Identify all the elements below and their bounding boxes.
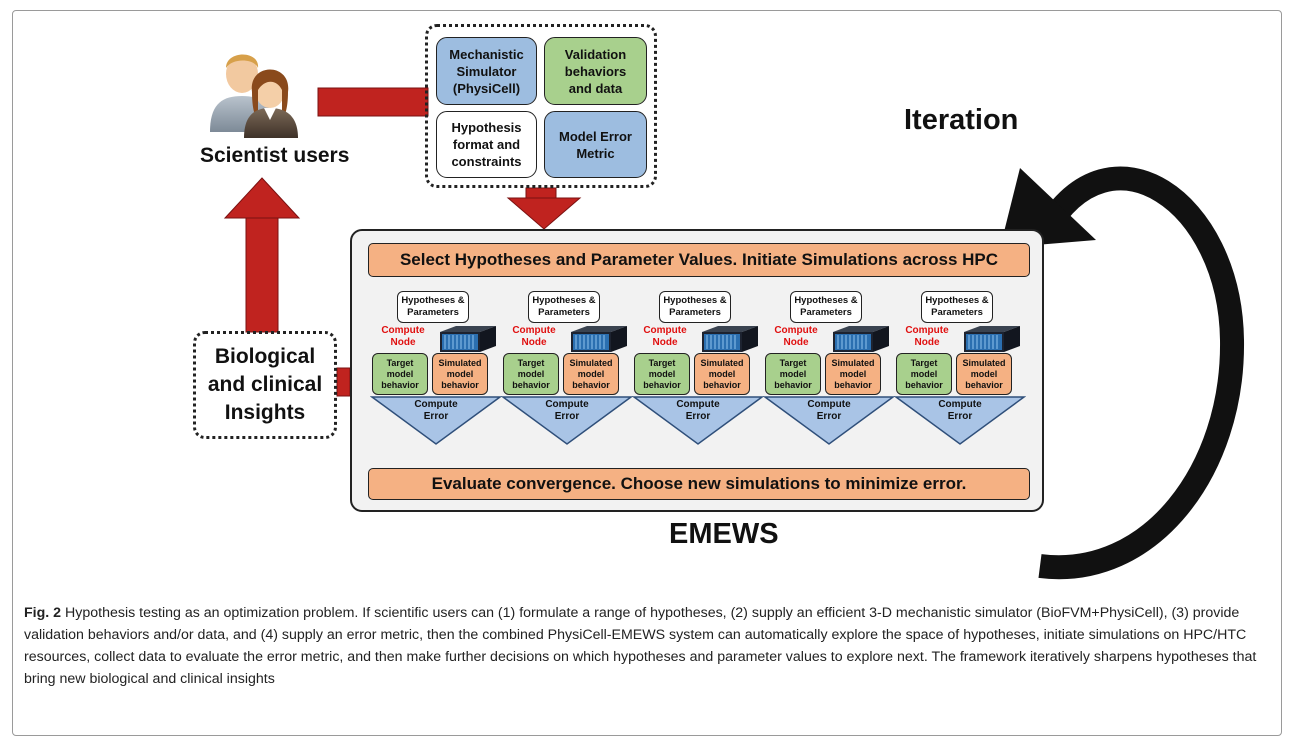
iteration-loop-arc — [1035, 166, 1245, 580]
insights-up-head — [223, 177, 301, 219]
compute-error-triangle — [632, 396, 764, 445]
simulated-model-behavior-box: Simulated model behavior — [694, 353, 750, 395]
cluster-down-head — [506, 197, 582, 230]
compute-error-label: Compute Error — [807, 399, 851, 422]
server-icon — [833, 326, 889, 352]
target-model-behavior-box: Target model behavior — [503, 353, 559, 395]
compute-node-label: Compute Node — [643, 325, 687, 348]
evaluate-convergence-bar: Evaluate convergence. Choose new simulat… — [368, 468, 1030, 500]
hypothesis-format-box: Hypothesis format and constraints — [436, 111, 537, 178]
server-icon — [702, 326, 758, 352]
compute-error-triangle — [894, 396, 1026, 445]
hypotheses-parameters-box: Hypotheses & Parameters — [528, 291, 600, 323]
hypotheses-parameters-box: Hypotheses & Parameters — [790, 291, 862, 323]
insights-up-shaft — [245, 217, 279, 333]
scientist-users-label: Scientist users — [200, 144, 350, 167]
compute-error-triangle — [763, 396, 895, 445]
diagram-connectors — [223, 87, 1245, 580]
select-hypotheses-bar: Select Hypotheses and Parameter Values. … — [368, 243, 1030, 277]
compute-error-label: Compute Error — [938, 399, 982, 422]
hypotheses-parameters-box: Hypotheses & Parameters — [921, 291, 993, 323]
compute-error-label: Compute Error — [414, 399, 458, 422]
server-icon — [964, 326, 1020, 352]
hypotheses-parameters-box: Hypotheses & Parameters — [397, 291, 469, 323]
compute-node-label: Compute Node — [381, 325, 425, 348]
cluster-to-scientist-bar — [317, 87, 429, 117]
simulated-model-behavior-box: Simulated model behavior — [563, 353, 619, 395]
figure-caption: Fig. 2 Hypothesis testing as an optimiza… — [24, 602, 1274, 690]
compute-node-label: Compute Node — [512, 325, 556, 348]
insights-box: Biological and clinical Insights — [193, 331, 337, 439]
target-model-behavior-box: Target model behavior — [372, 353, 428, 395]
server-icon — [571, 326, 627, 352]
scientist-users-icon — [210, 54, 298, 138]
validation-data-box: Validation behaviors and data — [544, 37, 647, 105]
target-model-behavior-box: Target model behavior — [896, 353, 952, 395]
simulated-model-behavior-box: Simulated model behavior — [432, 353, 488, 395]
emews-to-insights-bar — [336, 367, 351, 397]
caption-text: Hypothesis testing as an optimization pr… — [24, 605, 1257, 687]
cluster-down-shaft — [525, 187, 557, 199]
iteration-label: Iteration — [904, 104, 1019, 136]
figure-frame — [12, 10, 1282, 736]
simulated-model-behavior-box: Simulated model behavior — [825, 353, 881, 395]
compute-error-triangle — [370, 396, 502, 445]
compute-error-triangle — [501, 396, 633, 445]
model-error-metric-box: Model Error Metric — [544, 111, 647, 178]
compute-error-label: Compute Error — [545, 399, 589, 422]
compute-node-label: Compute Node — [905, 325, 949, 348]
hypotheses-parameters-box: Hypotheses & Parameters — [659, 291, 731, 323]
emews-label: EMEWS — [669, 518, 779, 550]
compute-error-label: Compute Error — [676, 399, 720, 422]
inputs-cluster: Mechanistic Simulator (PhysiCell) Valida… — [425, 24, 657, 188]
simulated-model-behavior-box: Simulated model behavior — [956, 353, 1012, 395]
server-icon — [440, 326, 496, 352]
iteration-arrowhead — [1000, 168, 1096, 248]
target-model-behavior-box: Target model behavior — [634, 353, 690, 395]
caption-fig-label: Fig. 2 — [24, 605, 62, 621]
compute-node-label: Compute Node — [774, 325, 818, 348]
target-model-behavior-box: Target model behavior — [765, 353, 821, 395]
mechanistic-simulator-box: Mechanistic Simulator (PhysiCell) — [436, 37, 537, 105]
